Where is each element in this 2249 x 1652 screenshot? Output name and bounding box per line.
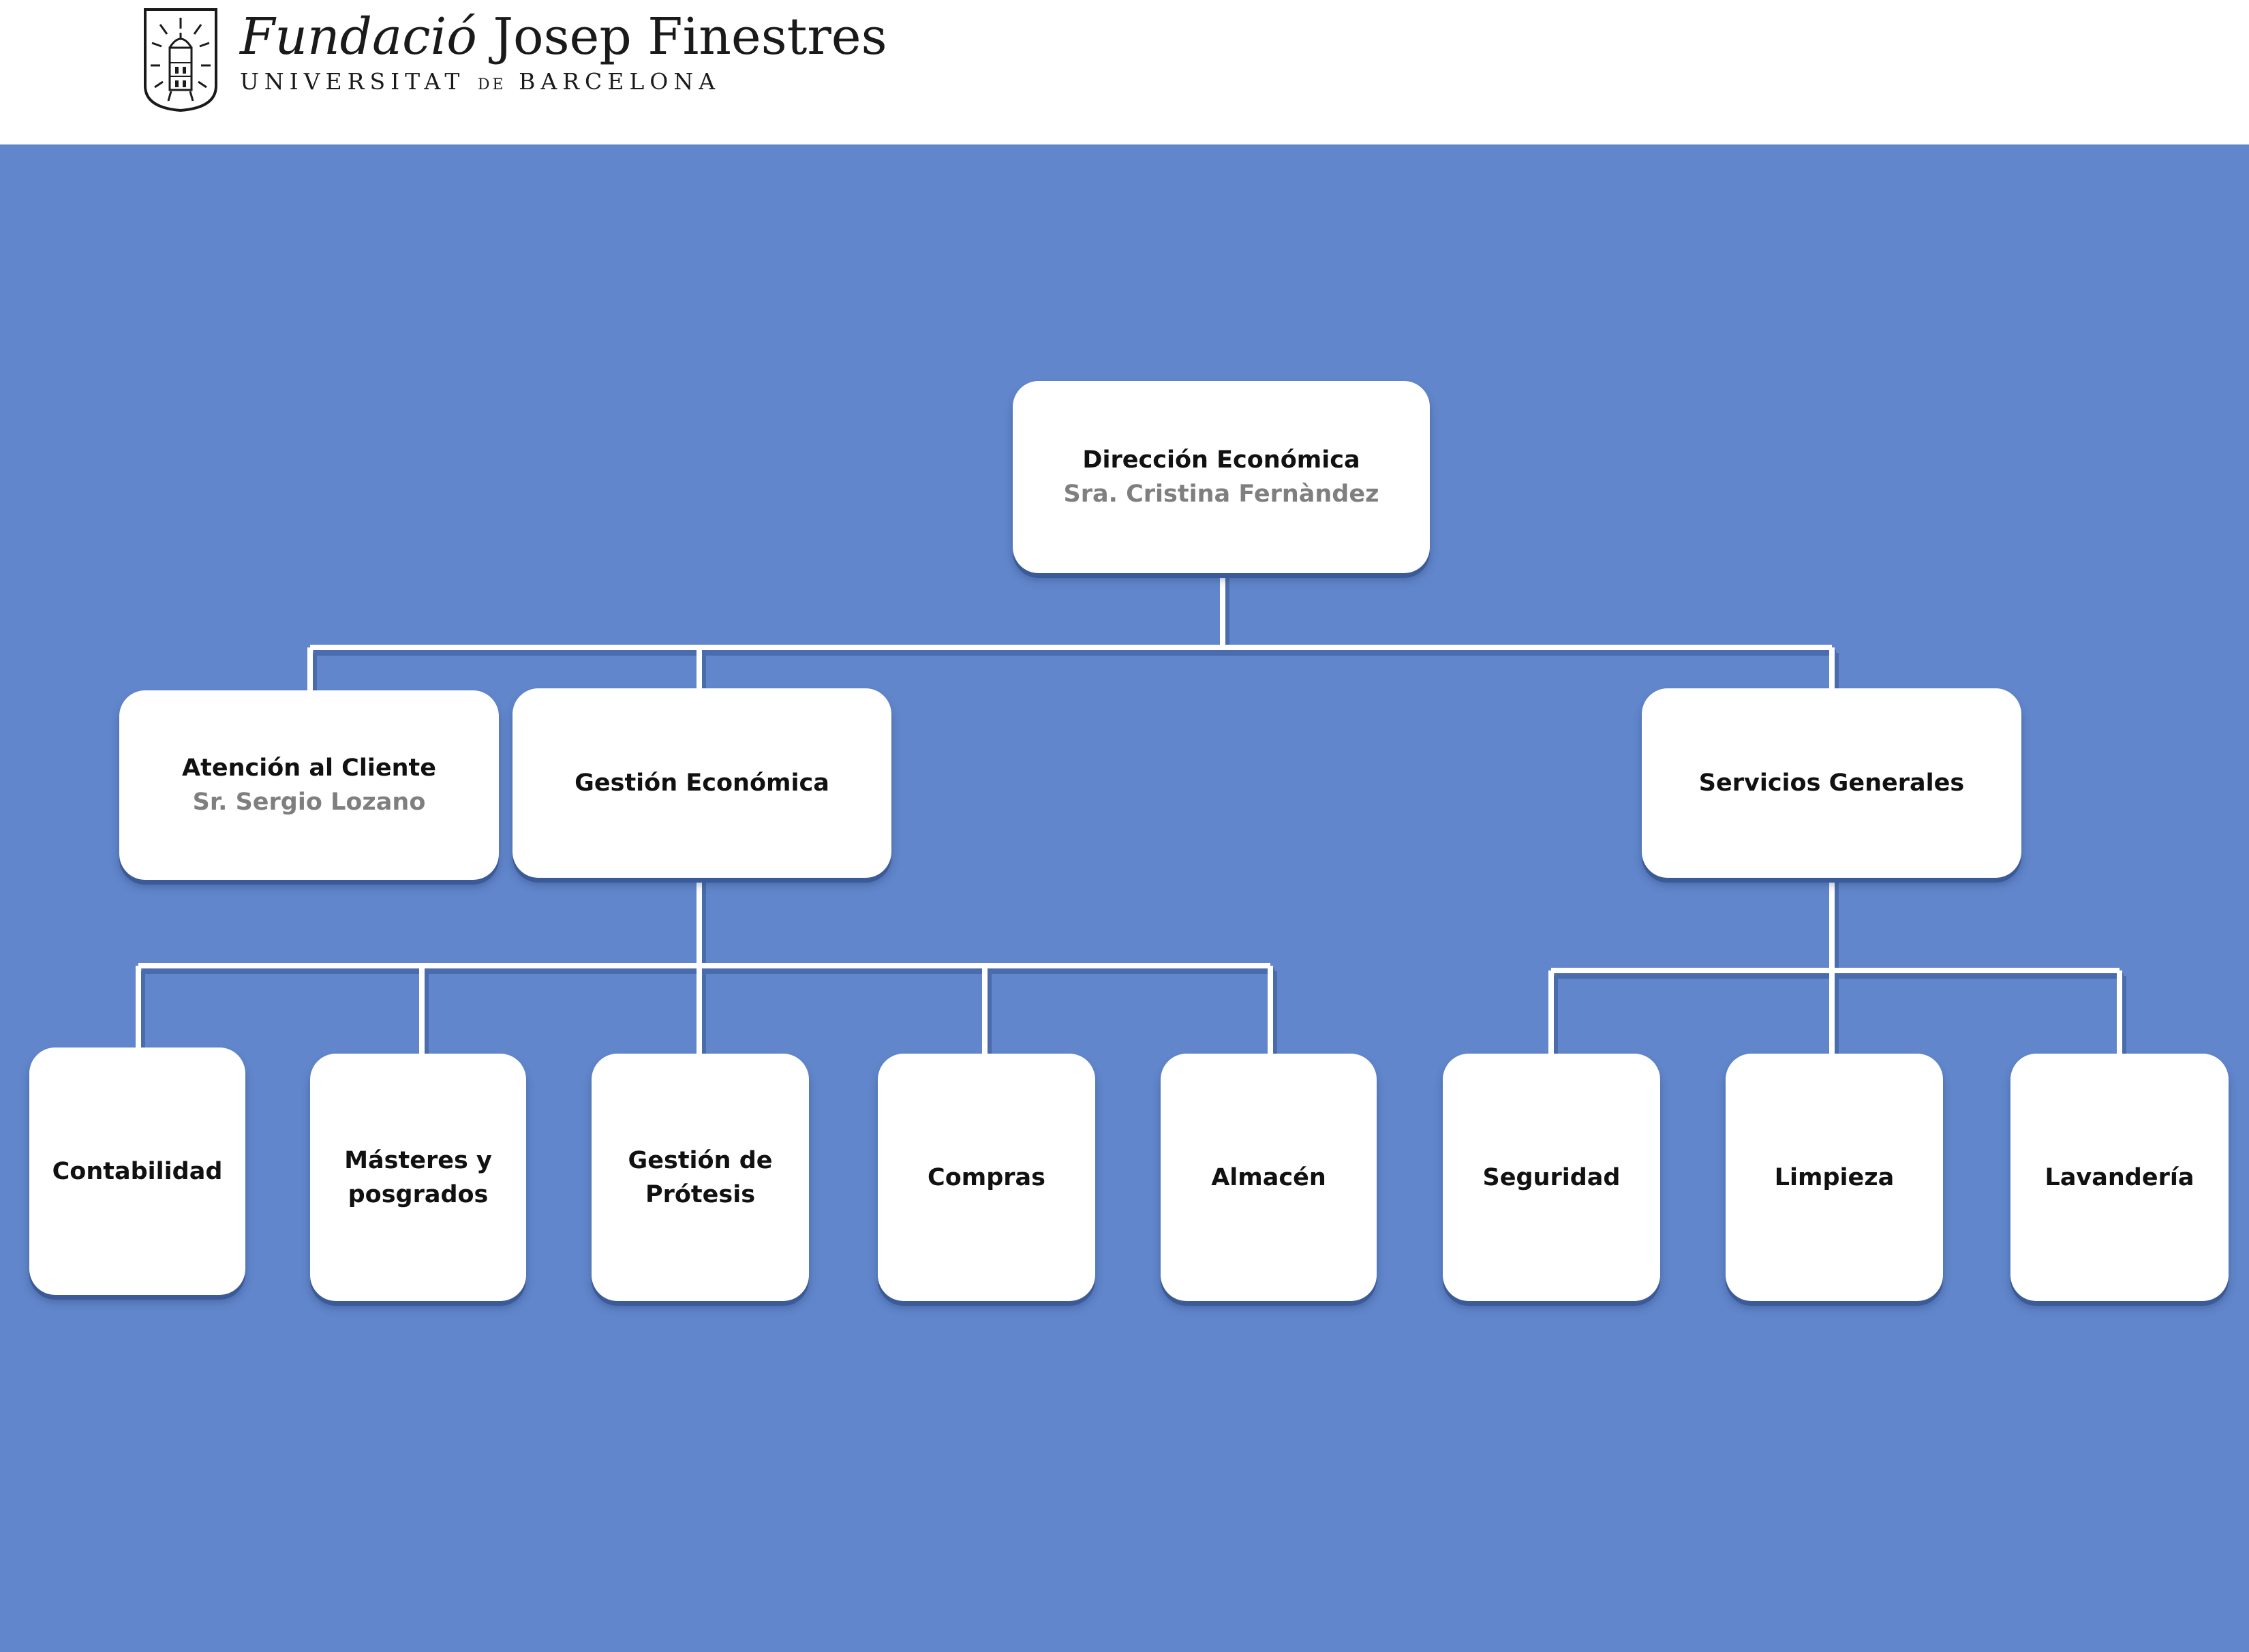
node-title: Gestión de Prótesis — [628, 1146, 773, 1208]
node-limpieza: Limpieza — [1726, 1054, 1943, 1301]
node-title: Lavandería — [2045, 1163, 2194, 1191]
node-person: Sr. Sergio Lozano — [192, 789, 426, 816]
university-name-part1: UNIVERSITAT — [240, 68, 465, 95]
node-almacen: Almacén — [1161, 1054, 1377, 1301]
node-gestion-protesis: Gestión de Prótesis — [592, 1054, 809, 1301]
connector-lines — [136, 572, 2126, 1062]
node-direccion-economica: Dirección Económica Sra. Cristina Fernàn… — [1013, 381, 1430, 573]
node-title: Servicios Generales — [1698, 769, 1965, 797]
node-seguridad: Seguridad — [1443, 1054, 1660, 1301]
header: Fundació Josep Finestres UNIVERSITAT DE … — [0, 0, 2249, 144]
university-name-part2: DE — [477, 76, 506, 93]
node-contabilidad: Contabilidad — [29, 1047, 245, 1295]
node-title: Compras — [928, 1163, 1045, 1191]
organization-name: Fundació Josep Finestres — [240, 4, 887, 70]
node-title: Gestión Económica — [575, 769, 829, 797]
node-masteres-posgrados: Másteres y posgrados — [310, 1054, 526, 1301]
node-title: Contabilidad — [52, 1157, 223, 1185]
node-title: Másteres y posgrados — [344, 1146, 492, 1208]
university-seal-icon — [144, 8, 217, 112]
node-lavanderia: Lavandería — [2010, 1054, 2229, 1301]
university-name: UNIVERSITAT DE BARCELONA — [240, 67, 720, 100]
university-name-part3: BARCELONA — [519, 68, 721, 95]
organization-name-italic: Fundació — [240, 7, 477, 66]
node-title: Seguridad — [1482, 1163, 1621, 1191]
organization-name-rest: Josep Finestres — [493, 7, 887, 66]
node-servicios-generales: Servicios Generales — [1642, 688, 2021, 878]
node-title: Almacén — [1211, 1163, 1326, 1191]
org-chart: Dirección Económica Sra. Cristina Fernàn… — [0, 144, 2249, 1652]
node-compras: Compras — [878, 1054, 1095, 1301]
node-atencion-cliente: Atención al Cliente Sr. Sergio Lozano — [119, 690, 499, 880]
node-person: Sra. Cristina Fernàndez — [1063, 480, 1379, 508]
node-title: Atención al Cliente — [182, 754, 436, 782]
node-title: Dirección Económica — [1082, 446, 1360, 474]
node-gestion-economica: Gestión Económica — [512, 688, 891, 878]
node-title: Limpieza — [1774, 1163, 1895, 1191]
